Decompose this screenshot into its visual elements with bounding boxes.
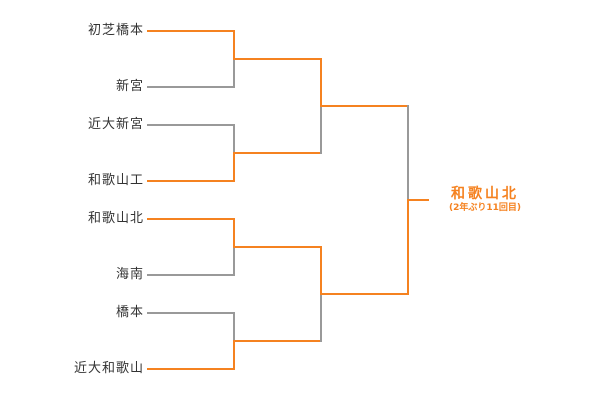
team-label: 近大和歌山 (73, 361, 144, 376)
team-label: 橋本 (115, 305, 144, 320)
team-label: 近大新宮 (87, 117, 144, 132)
team-label: 海南 (115, 267, 144, 282)
team-label: 和歌山北 (87, 211, 144, 226)
team-label: 初芝橋本 (87, 23, 144, 38)
team-label: 新宮 (115, 79, 144, 94)
champion-name: 和歌山北 (451, 186, 519, 202)
team-label: 和歌山工 (87, 173, 144, 188)
champion-note: (2年ぶり11回目) (448, 203, 521, 213)
champion: 和歌山北 (2年ぶり11回目) (430, 186, 540, 214)
